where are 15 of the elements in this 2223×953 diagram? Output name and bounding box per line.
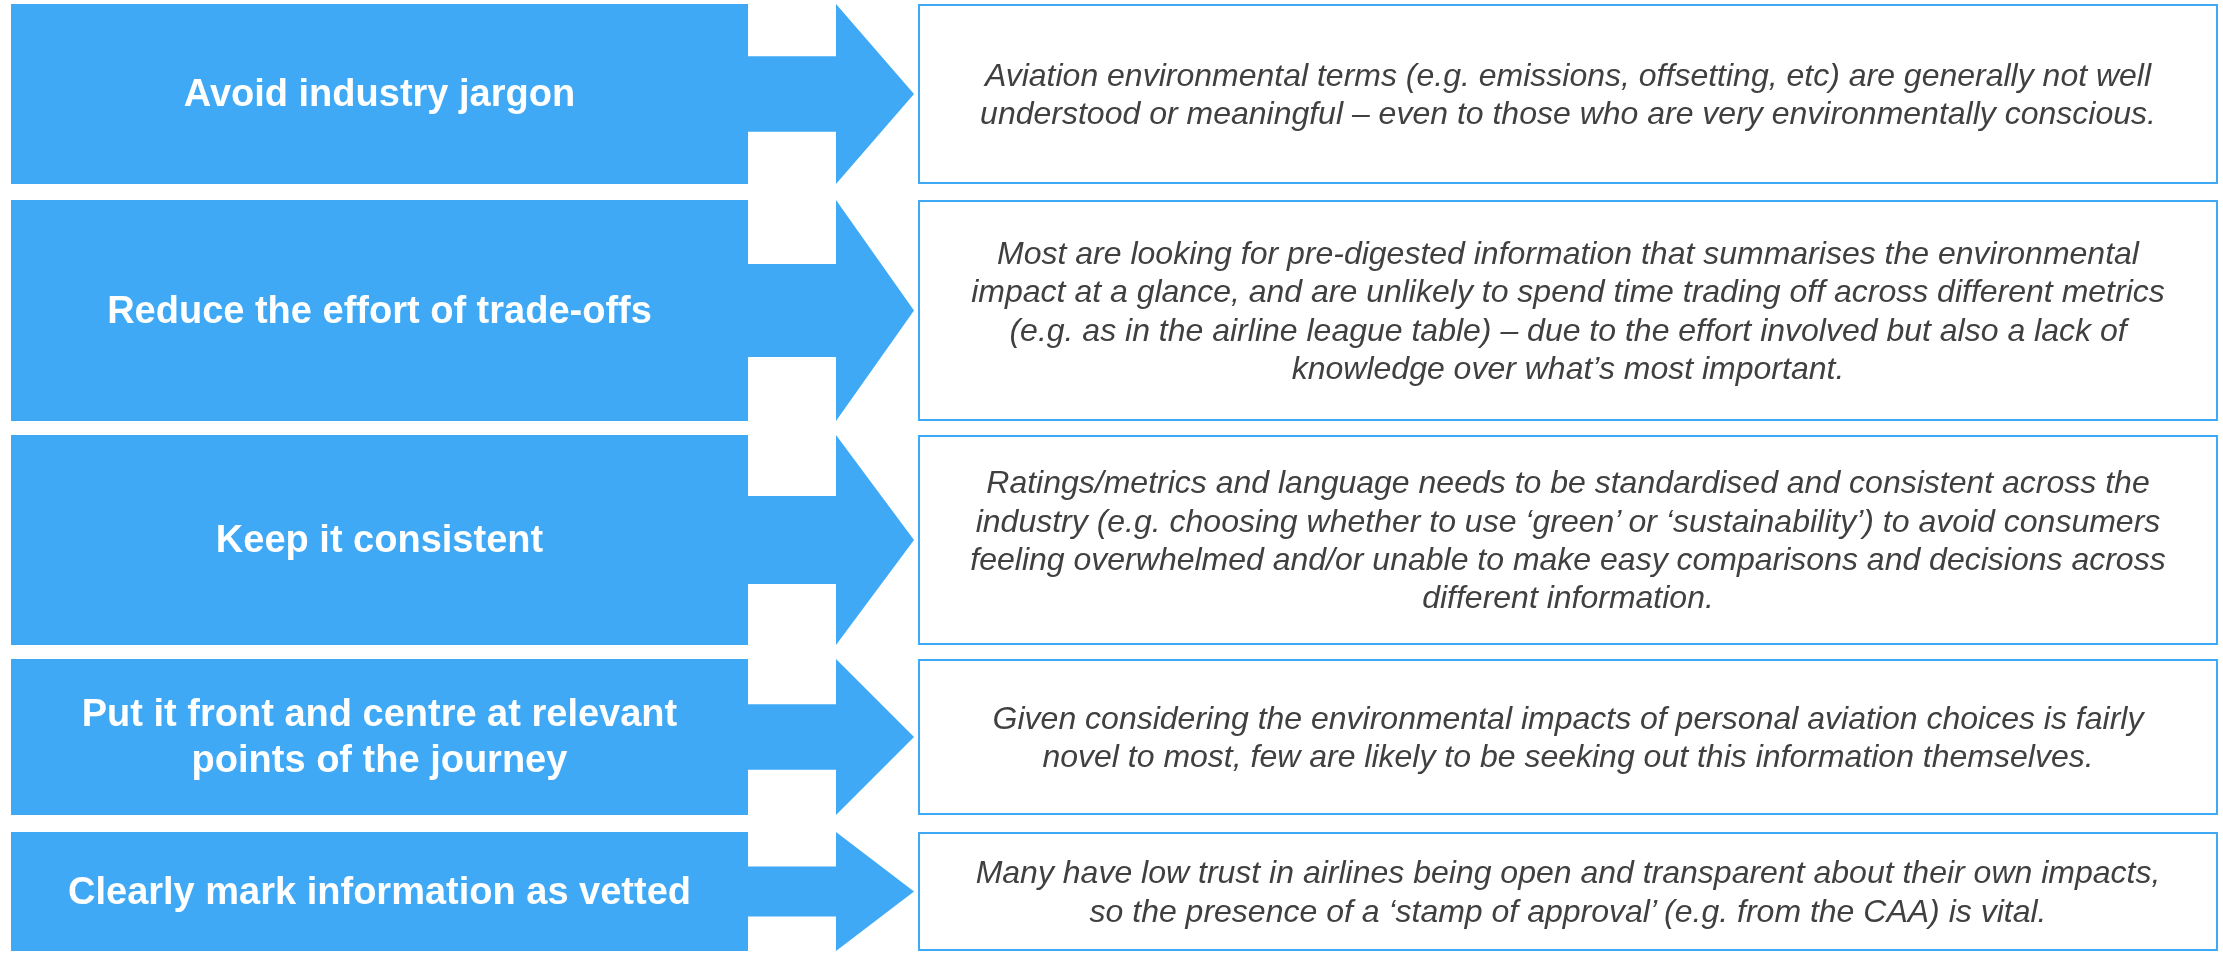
arrow-label: Reduce the effort of trade-offs xyxy=(107,287,652,333)
arrow-label: Keep it consistent xyxy=(215,517,544,563)
description-box xyxy=(918,659,2218,815)
description-box xyxy=(918,200,2218,421)
description-box xyxy=(918,832,2218,951)
description-text: Aviation environmental terms (e.g. emissions, offsetting, etc) are generally not well understood or meaningful – even to those who are very environmentally conscious. xyxy=(979,55,2157,133)
description-text: Most are looking for pre-digested information that summarises the environmental impact at a glance, and are unlikely to spend time trading off across different metrics (e.g. as in the airline league table) – due to the effort involved but also a lack of knowledge over what’s most important. xyxy=(970,233,2166,388)
description-box xyxy=(918,4,2218,184)
arrow-label: Put it front and centre at relevant points of the journey xyxy=(80,691,679,782)
arrow-label: Clearly mark information as vetted xyxy=(68,868,691,914)
description-text: Given considering the environmental impacts of personal aviation choices is fairly novel to most, few are likely to be seeking out this information themselves. xyxy=(991,698,2146,776)
arrow-label: Avoid industry jargon xyxy=(183,71,576,117)
description-box xyxy=(918,435,2218,645)
description-text: Many have low trust in airlines being open and transparent about their own impacts, so the presence of a ‘stamp of approval’ (e.g. from the CAA) is vital. xyxy=(974,853,2162,930)
description-text: Ratings/metrics and language needs to be standardised and consistent across the industry (e.g. choosing whether to use ‘green’ or ‘sustainability’) to avoid consumers feeling overwhelmed and/or unable to make easy comparisons and decisions across different information. xyxy=(969,463,2167,617)
